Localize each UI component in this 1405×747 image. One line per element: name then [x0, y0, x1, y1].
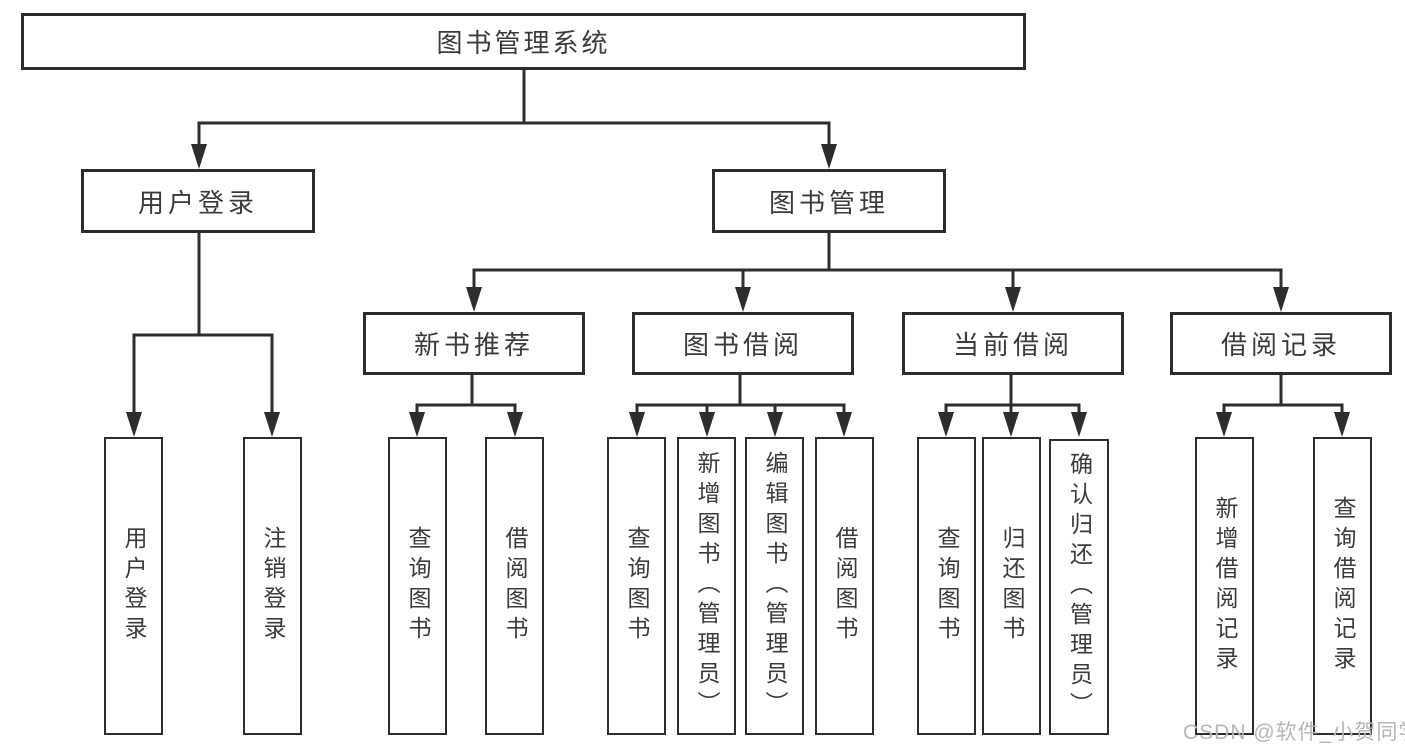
arrow-down-icon — [836, 412, 852, 437]
connector-book-mgmt-branch — [472, 231, 1283, 297]
leaf-add-book-admin: 新增图书（管理员） — [677, 437, 736, 735]
leaf-borrow-books-recommend-label: 借阅图书 — [502, 526, 528, 646]
leaf-add-borrow-record: 新增借阅记录 — [1195, 437, 1254, 735]
leaf-user-login: 用户登录 — [104, 437, 163, 735]
arrow-down-icon — [767, 412, 783, 437]
leaf-borrow-books-recommend: 借阅图书 — [485, 437, 544, 735]
leaf-query-books-recommend-label: 查询图书 — [405, 526, 431, 646]
node-borrow-records: 借阅记录 — [1170, 312, 1392, 375]
connector-borrow-record-branch — [1222, 373, 1344, 422]
connector-new-book-branch — [415, 373, 517, 422]
arrow-down-icon — [466, 287, 482, 312]
node-current-borrow-label: 当前借阅 — [952, 330, 1073, 360]
connector-user-login-branch — [132, 231, 274, 422]
leaf-add-book-admin-label: 新增图书（管理员） — [694, 451, 720, 721]
leaf-query-books-current-label: 查询图书 — [934, 526, 960, 646]
node-user-login: 用户登录 — [81, 169, 315, 233]
arrow-down-icon — [821, 144, 837, 169]
node-current-borrow: 当前借阅 — [902, 312, 1124, 375]
node-root-label: 图书管理系统 — [436, 28, 611, 58]
arrow-down-icon — [409, 412, 425, 437]
node-book-management: 图书管理 — [712, 169, 946, 233]
leaf-borrow-books: 借阅图书 — [815, 437, 874, 735]
arrow-down-icon — [1005, 287, 1021, 312]
arrow-down-icon — [126, 412, 142, 437]
arrow-down-icon — [1003, 412, 1019, 437]
leaf-logout: 注销登录 — [243, 437, 302, 735]
leaf-borrow-books-label: 借阅图书 — [832, 526, 858, 646]
leaf-query-borrow-record: 查询借阅记录 — [1313, 437, 1372, 735]
arrow-down-icon — [1273, 287, 1289, 312]
arrow-down-icon — [264, 412, 280, 437]
arrow-down-icon — [1071, 412, 1087, 437]
leaf-edit-book-admin: 编辑图书（管理员） — [745, 437, 804, 735]
arrow-down-icon — [938, 412, 954, 437]
node-user-login-label: 用户登录 — [137, 187, 258, 218]
arrowheads — [126, 144, 1350, 437]
leaf-query-books-current: 查询图书 — [917, 437, 976, 735]
arrow-down-icon — [735, 287, 751, 312]
leaf-return-book-label: 归还图书 — [999, 526, 1025, 646]
leaf-query-books-borrow: 查询图书 — [607, 437, 666, 735]
node-borrow-records-label: 借阅记录 — [1220, 330, 1341, 360]
connector-book-borrow-branch — [635, 373, 846, 422]
leaf-query-borrow-record-label: 查询借阅记录 — [1330, 496, 1356, 676]
node-new-book-recommend-label: 新书推荐 — [413, 330, 534, 360]
node-new-book-recommend: 新书推荐 — [363, 312, 585, 375]
leaf-query-books-recommend: 查询图书 — [388, 437, 447, 735]
leaf-add-borrow-record-label: 新增借阅记录 — [1212, 496, 1238, 676]
leaf-confirm-return-admin-label: 确认归还（管理员） — [1066, 452, 1093, 722]
arrow-down-icon — [629, 412, 645, 437]
leaf-user-login-label: 用户登录 — [121, 526, 147, 646]
watermark: CSDN @软件_小贺同学 — [1183, 721, 1405, 744]
arrow-down-icon — [1216, 412, 1232, 437]
connector-root-to-level1 — [197, 68, 831, 152]
arrow-down-icon — [1334, 412, 1350, 437]
node-root: 图书管理系统 — [21, 13, 1026, 70]
node-book-borrow-label: 图书借阅 — [682, 330, 803, 360]
leaf-return-book: 归还图书 — [982, 437, 1041, 735]
node-book-management-label: 图书管理 — [768, 187, 889, 218]
arrow-down-icon — [699, 412, 715, 437]
arrow-down-icon — [191, 144, 207, 169]
node-book-borrow: 图书借阅 — [632, 312, 854, 375]
leaf-edit-book-admin-label: 编辑图书（管理员） — [762, 451, 788, 721]
leaf-query-books-borrow-label: 查询图书 — [624, 526, 650, 646]
leaf-logout-label: 注销登录 — [260, 526, 286, 646]
leaf-confirm-return-admin: 确认归还（管理员） — [1049, 439, 1109, 735]
arrow-down-icon — [507, 412, 523, 437]
